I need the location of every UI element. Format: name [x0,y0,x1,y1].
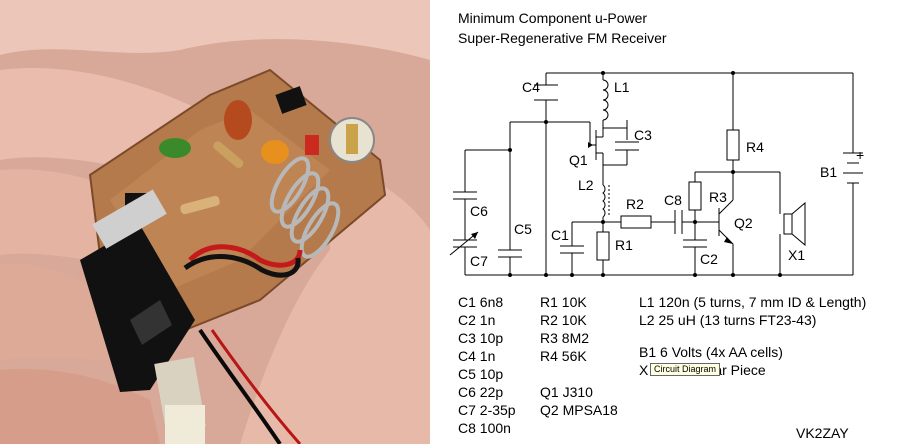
trimmer-capacitor [329,117,375,163]
power-switch [80,189,195,392]
label-q1: Q1 [569,152,588,168]
label-x1: X1 [788,247,805,263]
ferrite-inductor-l2 [224,100,252,140]
label-c2: C2 [700,251,718,267]
title-line-1: Minimum Component u-Power [458,10,648,26]
audio-jack [154,357,206,444]
part-r4: R4 56K [540,348,587,364]
label-c3: C3 [634,127,652,143]
label-c4: C4 [522,79,540,95]
label-b1: B1 [820,164,837,180]
label-c6: C6 [470,203,488,219]
red-capacitor [305,135,319,155]
label-r4: R4 [746,139,764,155]
label-l1: L1 [614,79,630,95]
tooltip: Circuit Diagram [650,363,721,376]
part-c4: C4 1n [458,348,496,364]
author-callsign: VK2ZAY [796,425,849,441]
part-c5: C5 10p [458,366,504,382]
part-c7: C7 2-35p [458,402,516,418]
part-c6: C6 22p [458,384,504,400]
label-q2: Q2 [734,215,753,231]
label-r3: R3 [709,189,727,205]
part-r3: R3 8M2 [540,330,590,346]
label-r1: R1 [615,237,633,253]
label-c7: C7 [470,253,488,269]
green-capacitor [159,138,191,158]
part-q2: Q2 MPSA18 [540,402,618,418]
title-line-2: Super-Regenerative FM Receiver [458,30,667,46]
part-c3: C3 10p [458,330,504,346]
circuit-schematic: C4 L1 C3 Q1 R4 B1 + C6 L2 C8 R3 R2 Q2 C5… [449,71,864,277]
label-c1: C1 [551,227,569,243]
label-r2: R2 [626,196,644,212]
earpiece-cable [210,329,302,444]
label-plus: + [856,147,864,163]
earpiece-cable [198,328,282,444]
air-coil-l1 [269,156,341,259]
part-l1: L1 120n (5 turns, 7 mm ID & Length) [639,294,867,310]
part-x1-prefix: X [639,362,649,378]
part-r1: R1 10K [540,294,587,310]
label-l2: L2 [578,177,594,193]
resistor [180,195,220,215]
part-b1: B1 6 Volts (4x AA cells) [639,344,783,360]
part-l2: L2 25 uH (13 turns FT23-43) [639,312,817,328]
part-r2: R2 10K [540,312,587,328]
transistor-q1 [275,86,307,114]
receiver-photo [0,0,430,444]
part-c2: C2 1n [458,312,496,328]
battery-wires [183,254,301,278]
part-c1: C1 6n8 [458,294,504,310]
part-c8: C8 100n [458,420,511,436]
part-q1: Q1 J310 [540,384,593,400]
diagram-title: Minimum Component u-Power Super-Regenera… [458,8,667,48]
label-c5: C5 [514,221,532,237]
resistor [213,141,244,168]
orange-capacitor [261,140,289,164]
battery-wires [188,244,303,268]
label-c8: C8 [664,192,682,208]
